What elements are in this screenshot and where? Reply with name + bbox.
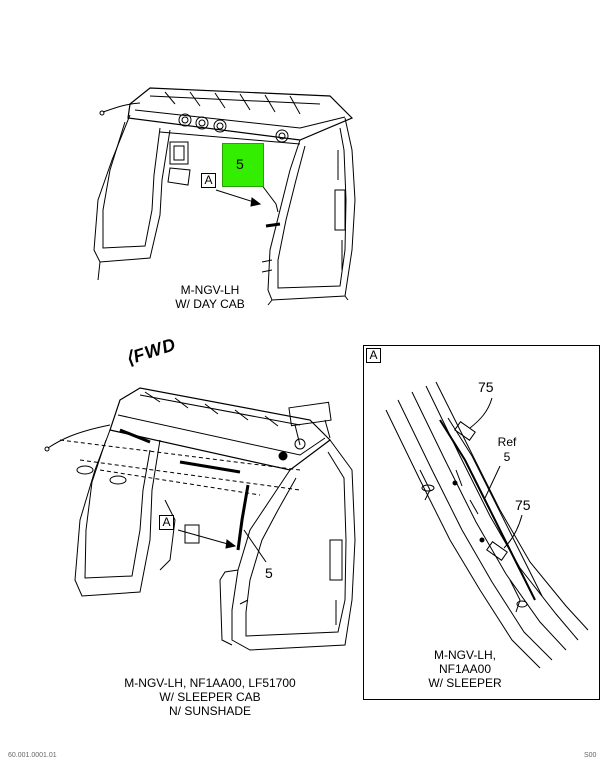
view-a-arrow-lower bbox=[177, 529, 236, 547]
view-a-arrowhead-lower bbox=[225, 539, 237, 549]
callout-75-top: 75 bbox=[478, 379, 494, 395]
callout-75-bottom: 75 bbox=[515, 497, 531, 513]
day-cab-frame-illustration bbox=[93, 87, 356, 306]
footer-right-text: S00 bbox=[584, 752, 597, 759]
detail-a-label: A bbox=[366, 348, 381, 363]
highlighted-part-5-box[interactable] bbox=[222, 143, 264, 187]
view-a-label-bottom: A bbox=[159, 515, 174, 530]
view-a-label-top: A bbox=[201, 173, 216, 188]
detail-a-caption: M-NGV-LH, NF1AA00 W/ SLEEPER bbox=[428, 648, 502, 690]
detail-a-illustration bbox=[385, 381, 589, 669]
sleeper-cab-caption: M-NGV-LH, NF1AA00, LF51700 W/ SLEEPER CA… bbox=[124, 676, 296, 718]
sleeper-cab-frame-illustration bbox=[44, 387, 356, 651]
view-a-arrowhead bbox=[250, 197, 262, 207]
callout-ref-5: Ref 5 bbox=[497, 435, 517, 464]
callout-5-top: 5 bbox=[236, 156, 244, 172]
detail-a-frame bbox=[363, 345, 600, 700]
callout-5-bottom: 5 bbox=[265, 565, 273, 581]
day-cab-caption: M-NGV-LH W/ DAY CAB bbox=[175, 283, 245, 311]
callout-5-leader-lower bbox=[243, 529, 267, 563]
footer-left-text: 60.001.0001.01 bbox=[8, 752, 57, 759]
